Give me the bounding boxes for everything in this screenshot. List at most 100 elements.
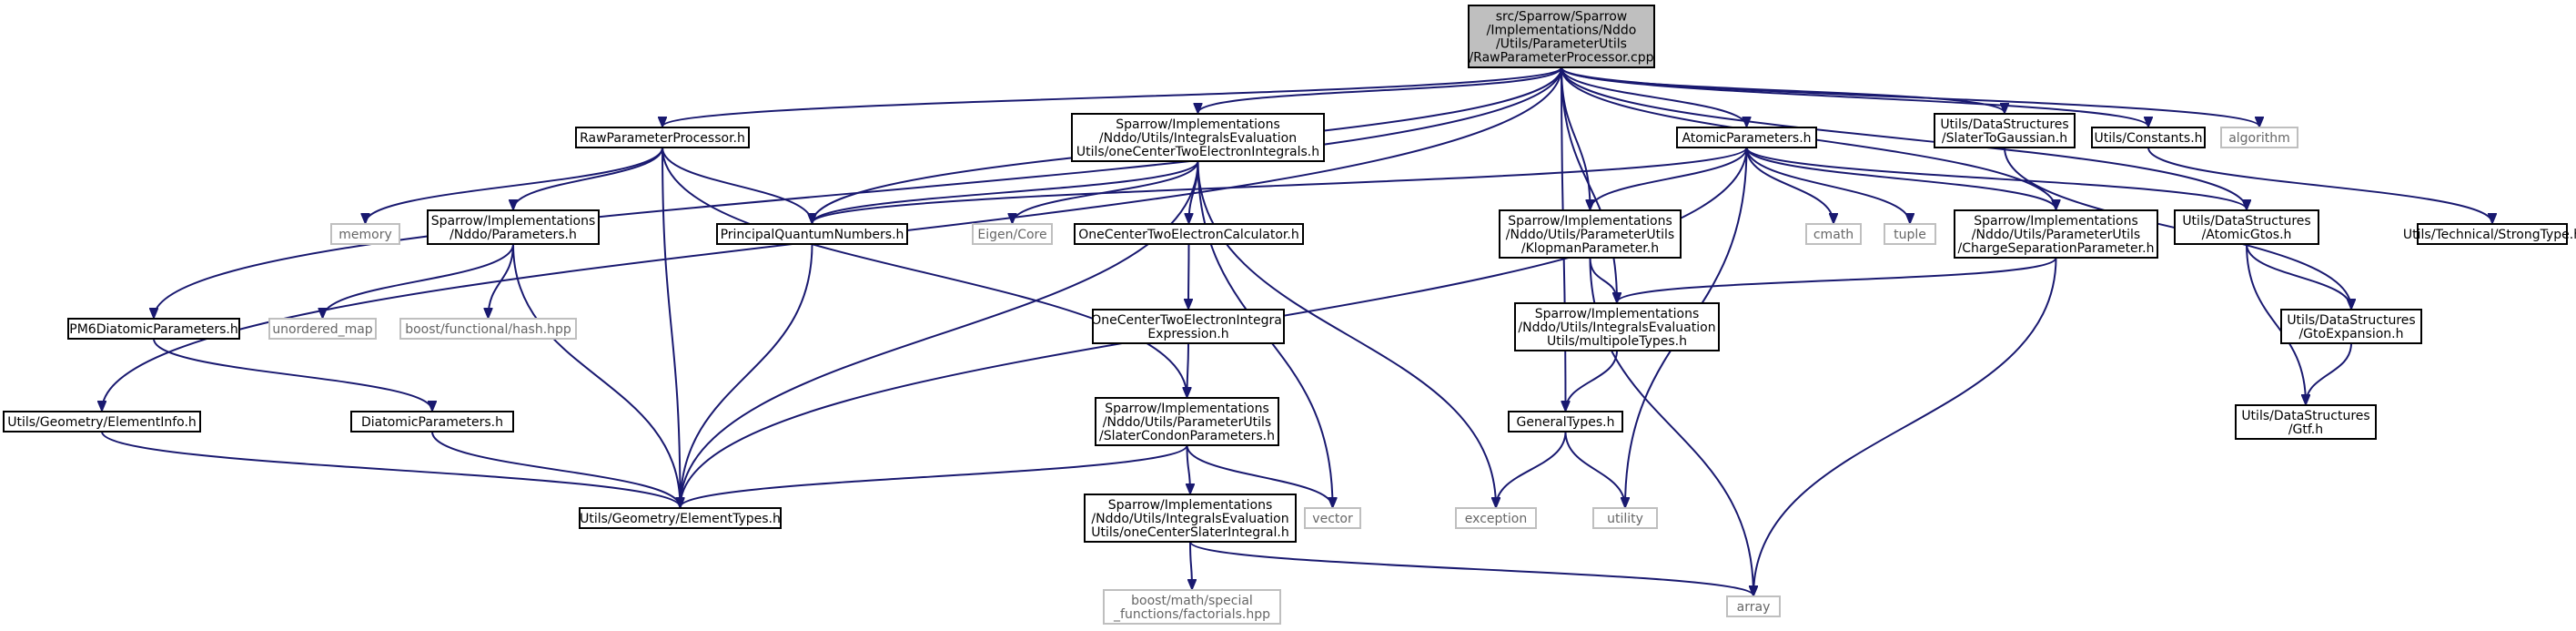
node-box-pqn_h[interactable] (716, 223, 908, 245)
node-box-umap[interactable] (268, 318, 377, 340)
node-label-atomic_h-0: AtomicParameters.h (1682, 131, 1811, 146)
node-label-slatercondon_h-2: /SlaterCondonParameters.h (1099, 429, 1275, 443)
node-csp_h[interactable]: Sparrow/Implementations/Nddo/Utils/Param… (1954, 209, 2158, 259)
node-constants_h[interactable]: Utils/Constants.h (2091, 127, 2206, 148)
node-label-eigen-0: Eigen/Core (977, 228, 1046, 242)
node-atomic_h[interactable]: AtomicParameters.h (1676, 127, 1817, 148)
node-box-algorithm[interactable] (2220, 127, 2298, 148)
node-agtos_h[interactable]: Utils/DataStructures/AtomicGtos.h (2174, 209, 2319, 245)
node-boosthash[interactable]: boost/functional/hash.hpp (399, 318, 577, 340)
node-eltypes_h[interactable]: Utils/Geometry/ElementTypes.h (579, 507, 782, 529)
edge-csp_h-to-array (1753, 257, 2057, 595)
node-params_h[interactable]: Sparrow/Implementations/Nddo/Parameters.… (427, 209, 600, 245)
node-box-diatomic_h[interactable] (350, 411, 514, 433)
node-box-cmath[interactable] (1805, 223, 1862, 245)
node-box-pm6_h[interactable] (67, 318, 240, 340)
node-label-sto_h-0: Utils/DataStructures (1940, 117, 2068, 132)
node-ocsi_h[interactable]: Sparrow/Implementations/Nddo/Utils/Integ… (1084, 494, 1297, 543)
node-label-slatercondon_h-0: Sparrow/Implementations (1105, 402, 1269, 416)
node-gtf_h[interactable]: Utils/DataStructures/Gtf.h (2235, 404, 2377, 440)
node-label-utility-0: utility (1607, 512, 1643, 526)
node-array[interactable]: array (1726, 595, 1781, 617)
node-octec_h[interactable]: OneCenterTwoElectronCalculator.h (1074, 223, 1304, 245)
node-label-octei_h-1: /Nddo/Utils/IntegralsEvaluation (1099, 131, 1297, 146)
node-strongtype_h[interactable]: Utils/Technical/StrongType.h (2403, 223, 2576, 245)
edge-rpp_h-to-params_h (513, 147, 663, 209)
node-generaltypes_h[interactable]: GeneralTypes.h (1508, 411, 1623, 433)
node-multipole_h[interactable]: Sparrow/Implementations/Nddo/Utils/Integ… (1514, 302, 1720, 351)
node-label-rpp_h-0: RawParameterProcessor.h (580, 131, 745, 146)
node-elinfo_h[interactable]: Utils/Geometry/ElementInfo.h (3, 411, 201, 433)
node-box-rpp_h[interactable] (575, 127, 750, 148)
node-label-klopman_h-0: Sparrow/Implementations (1508, 214, 1672, 229)
node-box-ocsi_h[interactable] (1084, 494, 1297, 543)
node-box-csp_h[interactable] (1954, 209, 2158, 259)
node-gtoexp_h[interactable]: Utils/DataStructures/GtoExpansion.h (2280, 309, 2422, 344)
edge-rpp_h-to-memory (366, 147, 663, 223)
node-memory[interactable]: memory (330, 223, 400, 245)
node-label-octeie_h-1: Expression.h (1147, 327, 1228, 341)
node-box-array[interactable] (1726, 595, 1781, 617)
node-klopman_h[interactable]: Sparrow/Implementations/Nddo/Utils/Param… (1499, 209, 1682, 259)
node-box-agtos_h[interactable] (2174, 209, 2319, 245)
node-box-elinfo_h[interactable] (3, 411, 201, 433)
node-diatomic_h[interactable]: DiatomicParameters.h (350, 411, 514, 433)
node-box-generaltypes_h[interactable] (1508, 411, 1623, 433)
node-utility[interactable]: utility (1592, 507, 1658, 529)
node-umap[interactable]: unordered_map (268, 318, 377, 340)
edge-pm6_h-to-diatomic_h (153, 338, 432, 411)
node-box-boostfact[interactable] (1103, 589, 1281, 625)
node-box-constants_h[interactable] (2091, 127, 2206, 148)
node-box-atomic_h[interactable] (1676, 127, 1817, 148)
node-label-klopman_h-1: /Nddo/Utils/ParameterUtils (1506, 228, 1674, 242)
node-tuple[interactable]: tuple (1884, 223, 1936, 245)
node-box-octeie_h[interactable] (1092, 309, 1285, 344)
node-box-gtoexp_h[interactable] (2280, 309, 2422, 344)
node-boostfact[interactable]: boost/math/special_functions/factorials.… (1103, 589, 1281, 625)
node-box-eltypes_h[interactable] (579, 507, 782, 529)
node-label-csp_h-2: /ChargeSeparationParameter.h (1958, 241, 2155, 256)
node-exception[interactable]: exception (1455, 507, 1537, 529)
node-sto_h[interactable]: Utils/DataStructures/SlaterToGaussian.h (1934, 113, 2076, 148)
node-box-octei_h[interactable] (1071, 113, 1325, 162)
node-vector[interactable]: vector (1304, 507, 1361, 529)
node-slatercondon_h[interactable]: Sparrow/Implementations/Nddo/Utils/Param… (1095, 397, 1279, 446)
edge-params_h-to-eltypes_h (512, 243, 681, 507)
node-label-agtos_h-0: Utils/DataStructures (2182, 214, 2310, 229)
node-box-memory[interactable] (330, 223, 400, 245)
node-box-utility[interactable] (1592, 507, 1658, 529)
node-cmath[interactable]: cmath (1805, 223, 1862, 245)
node-box-tuple[interactable] (1884, 223, 1936, 245)
node-box-boosthash[interactable] (399, 318, 577, 340)
node-pm6_h[interactable]: PM6DiatomicParameters.h (67, 318, 240, 340)
node-pqn_h[interactable]: PrincipalQuantumNumbers.h (716, 223, 908, 245)
edge-atomic_h-to-klopman_h (1591, 147, 1748, 209)
node-box-vector[interactable] (1304, 507, 1361, 529)
node-box-strongtype_h[interactable] (2417, 223, 2568, 245)
node-box-eigen[interactable] (972, 223, 1053, 245)
node-algorithm[interactable]: algorithm (2220, 127, 2298, 148)
node-label-ocsi_h-1: /Nddo/Utils/IntegralsEvaluation (1091, 512, 1288, 526)
node-root[interactable]: src/Sparrow/Sparrow/Implementations/Nddo… (1468, 5, 1655, 68)
node-eigen[interactable]: Eigen/Core (972, 223, 1053, 245)
node-box-octec_h[interactable] (1074, 223, 1304, 245)
node-box-params_h[interactable] (427, 209, 600, 245)
node-label-multipole_h-1: /Nddo/Utils/IntegralsEvaluation (1518, 321, 1715, 335)
node-box-klopman_h[interactable] (1499, 209, 1682, 259)
edge-root-to-multipole_h (1561, 66, 1617, 302)
node-box-root[interactable] (1468, 5, 1655, 68)
node-box-multipole_h[interactable] (1514, 302, 1720, 351)
node-box-gtf_h[interactable] (2235, 404, 2377, 440)
edge-multipole_h-to-generaltypes_h (1566, 350, 1618, 411)
node-box-exception[interactable] (1455, 507, 1537, 529)
node-box-slatercondon_h[interactable] (1095, 397, 1279, 446)
node-label-umap-0: unordered_map (272, 322, 372, 337)
node-box-sto_h[interactable] (1934, 113, 2076, 148)
edge-atomic_h-to-csp_h (1745, 147, 2056, 209)
node-rpp_h[interactable]: RawParameterProcessor.h (575, 127, 750, 148)
edge-agtos_h-to-gtf_h (2246, 243, 2306, 404)
edge-slatercondon_h-to-vector (1186, 444, 1333, 507)
node-octei_h[interactable]: Sparrow/Implementations/Nddo/Utils/Integ… (1071, 113, 1325, 162)
